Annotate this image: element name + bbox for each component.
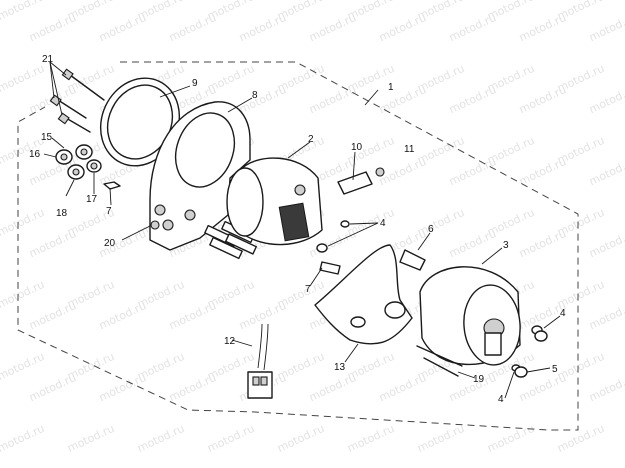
watermark-text: motod.ru bbox=[377, 155, 428, 188]
screws-19 bbox=[416, 345, 463, 377]
watermark-text: motod.ru bbox=[167, 371, 218, 404]
leader-lines bbox=[43, 61, 561, 399]
grommets-15-18 bbox=[55, 144, 121, 190]
watermark-text: motod.ru bbox=[517, 155, 568, 188]
watermark-text: motod.ru bbox=[447, 155, 498, 188]
callout-18: 18 bbox=[56, 208, 68, 219]
watermark-text: motod.ru bbox=[0, 422, 47, 455]
cover-13 bbox=[314, 244, 413, 345]
watermark-text: motod.ru bbox=[205, 422, 256, 455]
watermark-text: motod.ru bbox=[447, 227, 498, 260]
watermark-text: motod.ru bbox=[0, 350, 47, 383]
watermark-text: motod.ru bbox=[377, 11, 428, 44]
o-rings-4 bbox=[316, 220, 350, 253]
callout-8: 8 bbox=[252, 90, 258, 101]
callout-7b: 7 bbox=[305, 284, 311, 295]
callout-5: 5 bbox=[552, 364, 558, 375]
watermark-text: motod.ru bbox=[27, 371, 78, 404]
watermark-text: motod.ru bbox=[587, 11, 625, 44]
watermark-text: motod.ru bbox=[0, 206, 47, 239]
watermark-text: motod.ru bbox=[97, 299, 148, 332]
callout-3: 3 bbox=[503, 240, 509, 251]
rear-cover-3 bbox=[419, 266, 521, 366]
watermark-text: motod.ru bbox=[555, 422, 606, 455]
watermark-text: motod.ru bbox=[307, 83, 358, 116]
watermark-text: motod.ru bbox=[415, 422, 466, 455]
watermark-text: motod.ru bbox=[517, 83, 568, 116]
watermark-text: motod.ru bbox=[587, 371, 625, 404]
callout-4c: 4 bbox=[498, 394, 504, 405]
watermark-text: motod.ru bbox=[517, 227, 568, 260]
watermark-text: motod.ru bbox=[237, 83, 288, 116]
instrument-housing-2 bbox=[226, 157, 323, 246]
bulbs-6-7 bbox=[319, 249, 426, 275]
callout-17: 17 bbox=[86, 194, 98, 205]
watermark-text: motod.ru bbox=[587, 83, 625, 116]
watermark-text: motod.ru bbox=[0, 62, 47, 95]
watermark-text: motod.ru bbox=[27, 227, 78, 260]
watermark-text: motod.ru bbox=[345, 422, 396, 455]
callout-7a: 7 bbox=[106, 206, 112, 217]
callout-15: 15 bbox=[41, 132, 53, 143]
watermark-text: motod.ru bbox=[377, 371, 428, 404]
callout-4a: 4 bbox=[380, 218, 386, 229]
callout-12: 12 bbox=[224, 336, 236, 347]
watermark-text: motod.ru bbox=[167, 11, 218, 44]
callout-16: 16 bbox=[29, 149, 41, 160]
assembly-boundary bbox=[17, 61, 579, 431]
mounting-bracket-20 bbox=[149, 101, 251, 251]
watermark-text: motod.ru bbox=[447, 83, 498, 116]
callout-13: 13 bbox=[334, 362, 346, 373]
callout-19: 19 bbox=[473, 374, 485, 385]
watermark-text: motod.ru bbox=[0, 0, 47, 23]
watermark-text: motod.ru bbox=[275, 422, 326, 455]
callout-labels: 1 2 3 4 4 4 5 6 7 7 8 9 10 11 12 13 15 1… bbox=[29, 54, 566, 405]
watermark-text: motod.ru bbox=[27, 299, 78, 332]
switch-10 bbox=[337, 167, 385, 195]
watermark-text: motod.ru bbox=[447, 11, 498, 44]
watermark-text: motod.ru bbox=[237, 11, 288, 44]
callout-10: 10 bbox=[351, 142, 363, 153]
callout-4b: 4 bbox=[560, 308, 566, 319]
watermark-text: motod.ru bbox=[307, 371, 358, 404]
watermark-text: motod.ru bbox=[587, 299, 625, 332]
callout-11: 11 bbox=[404, 144, 415, 155]
watermark-text: motod.ru bbox=[97, 11, 148, 44]
callout-6: 6 bbox=[428, 224, 434, 235]
watermark-text: motod.ru bbox=[377, 83, 428, 116]
watermark-text: motod.ru bbox=[517, 11, 568, 44]
watermark-text: motod.ru bbox=[27, 11, 78, 44]
watermark-text: motod.ru bbox=[135, 422, 186, 455]
callout-20: 20 bbox=[104, 238, 116, 249]
callout-9: 9 bbox=[192, 78, 198, 89]
watermark-text: motod.ru bbox=[587, 227, 625, 260]
watermark-text: motod.ru bbox=[0, 278, 47, 311]
watermark-text: motod.ru bbox=[65, 422, 116, 455]
callout-21: 21 bbox=[42, 54, 54, 65]
watermark-text: motod.ru bbox=[587, 155, 625, 188]
connector-12 bbox=[247, 323, 273, 399]
watermark-text: motod.ru bbox=[307, 11, 358, 44]
bezel-ring-9 bbox=[99, 77, 181, 167]
callout-1: 1 bbox=[388, 82, 394, 93]
watermark-text: motod.ru bbox=[237, 299, 288, 332]
callout-2: 2 bbox=[308, 134, 314, 145]
watermark-text: motod.ru bbox=[167, 299, 218, 332]
